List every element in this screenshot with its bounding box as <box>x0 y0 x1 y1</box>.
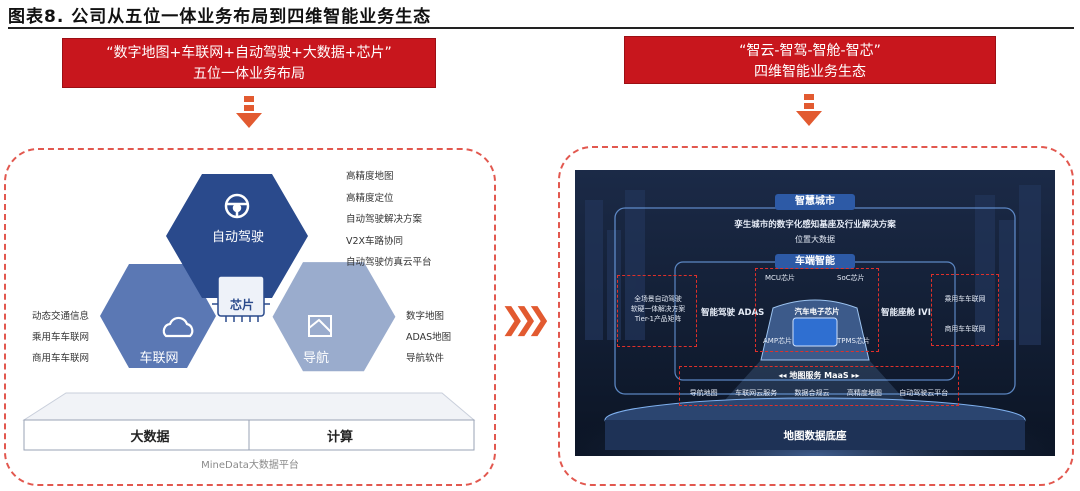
ecosystem-graphic: 智慧城市 孪生城市的数字化感知基座及行业解决方案 位置大数据 车端智能 全场景自… <box>575 170 1055 456</box>
right-banner: “智云-智驾-智舱-智芯” 四维智能业务生态 <box>624 36 996 84</box>
left-banner-line2: 五位一体业务布局 <box>63 64 435 85</box>
vehicle-intel-label: 车端智能 <box>775 254 855 269</box>
base-right-label: 计算 <box>300 426 380 445</box>
title-divider <box>8 27 1074 29</box>
right-down-arrow-icon <box>796 94 822 128</box>
autodrive-item: 高精度定位 <box>346 188 432 210</box>
maas-label-text: 地图服务 MaaS <box>789 371 848 380</box>
nav-item: 数字地图 <box>406 306 451 327</box>
autodrive-item: V2X车路协同 <box>346 231 432 253</box>
nav-item: 导航软件 <box>406 348 451 369</box>
figure-title: 图表8. 公司从五位一体业务布局到四维智能业务生态 <box>8 2 431 27</box>
iov-label: 车联网 <box>129 347 189 366</box>
maas-label: ◂◂ 地图服务 MaaS ▸▸ <box>759 370 879 381</box>
iov-item: 商用车车联网 <box>32 348 89 369</box>
adas-note-line: 全场景自动驾驶 <box>621 294 695 304</box>
autodrive-item: 自动驾驶解决方案 <box>346 209 432 231</box>
base-left-label: 大数据 <box>110 426 190 445</box>
chip-amp: AMP芯片 <box>763 336 792 346</box>
smart-city-sub1: 孪生城市的数字化感知基座及行业解决方案 <box>665 218 965 230</box>
nav-item: ADAS地图 <box>406 327 451 348</box>
left-banner-line1: “数字地图+车联网+自动驾驶+大数据+芯片” <box>63 43 435 64</box>
autodrive-items: 高精度地图 高精度定位 自动驾驶解决方案 V2X车路协同 自动驾驶仿真云平台 <box>346 166 432 274</box>
base-caption: MineData大数据平台 <box>150 456 350 471</box>
right-banner-line1: “智云-智驾-智舱-智芯” <box>625 41 995 62</box>
maas-item: 车联网云服务 <box>735 388 777 398</box>
maas-items: 导航地图 车联网云服务 数据合规云 高精度地图 自动驾驶云平台 <box>681 388 957 398</box>
chip-center: 汽车电子芯片 <box>781 306 853 317</box>
maas-item: 自动驾驶云平台 <box>899 388 948 398</box>
iov-item: 乘用车车联网 <box>32 327 89 348</box>
nav-items: 数字地图 ADAS地图 导航软件 <box>406 306 451 369</box>
map-data-base-label: 地图数据底座 <box>755 428 875 443</box>
smart-city-sub2: 位置大数据 <box>665 234 965 245</box>
chip-label: 芯片 <box>222 296 262 313</box>
ivi-label: 智能座舱 IVI <box>881 306 931 318</box>
nav-label: 导航 <box>296 347 336 366</box>
ivi-note: 乘用车车联网 商用车车联网 <box>933 284 997 344</box>
right-banner-line2: 四维智能业务生态 <box>625 62 995 83</box>
ivi-note-line: 商用车车联网 <box>933 314 997 344</box>
chip-mcu: MCU芯片 <box>765 273 795 283</box>
maas-item: 高精度地图 <box>847 388 882 398</box>
ivi-note-line: 乘用车车联网 <box>933 284 997 314</box>
transition-chevron-icon: ❯❯❯ <box>500 302 539 337</box>
autodrive-item: 高精度地图 <box>346 166 432 188</box>
adas-note-line: Tier-1产品矩阵 <box>621 314 695 324</box>
maas-item: 导航地图 <box>690 388 718 398</box>
iov-items: 动态交通信息 乘用车车联网 商用车车联网 <box>32 306 89 369</box>
left-banner: “数字地图+车联网+自动驾驶+大数据+芯片” 五位一体业务布局 <box>62 38 436 88</box>
autodrive-label: 自动驾驶 <box>206 226 270 245</box>
left-down-arrow-icon <box>236 96 262 130</box>
iov-item: 动态交通信息 <box>32 306 89 327</box>
adas-note: 全场景自动驾驶 软硬一体解决方案 Tier-1产品矩阵 <box>621 294 695 324</box>
chip-tpms: TPMS芯片 <box>837 336 870 346</box>
autodrive-item: 自动驾驶仿真云平台 <box>346 252 432 274</box>
chip-soc: SoC芯片 <box>837 273 865 283</box>
adas-note-line: 软硬一体解决方案 <box>621 304 695 314</box>
smart-city-label: 智慧城市 <box>775 194 855 210</box>
maas-item: 数据合规云 <box>794 388 829 398</box>
